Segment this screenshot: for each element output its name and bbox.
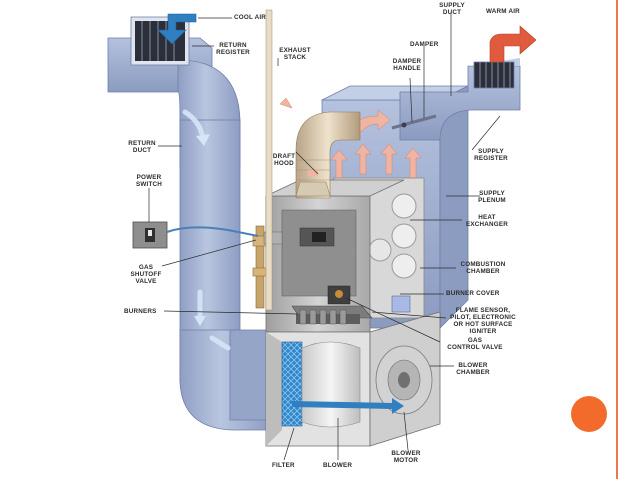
label-flame-sensor: FLAME SENSOR, PILOT, ELECTRONIC OR HOT S… xyxy=(450,307,516,335)
label-blower: BLOWER xyxy=(323,462,353,469)
leader-lines xyxy=(148,12,501,461)
return-duct xyxy=(107,37,273,431)
cool-air-arrow xyxy=(157,13,197,45)
label-blower-chamber: BLOWER CHAMBER xyxy=(456,362,490,376)
label-blower-motor: BLOWER MOTOR xyxy=(391,450,421,464)
exhaust-stack xyxy=(265,9,361,311)
return-register-grille xyxy=(130,16,190,66)
label-heat-exchanger: HEAT EXCHANGER xyxy=(465,214,509,228)
label-supply-register: SUPPLY REGISTER xyxy=(474,148,508,162)
label-power-switch: POWER SWITCH xyxy=(135,174,163,188)
return-arrow-head-1 xyxy=(196,134,210,146)
label-exhaust-stack: EXHAUST STACK xyxy=(279,47,311,61)
label-supply-duct: SUPPLY DUCT xyxy=(439,2,465,16)
blower-compartment xyxy=(265,311,441,447)
label-burner-cover: BURNER COVER xyxy=(446,290,500,297)
label-gas-control-valve: GAS CONTROL VALVE xyxy=(447,337,503,351)
label-supply-plenum: SUPPLY PLENUM xyxy=(478,190,506,204)
label-damper-handle: DAMPER HANDLE xyxy=(392,58,422,72)
warm-air-rising-arrows xyxy=(330,109,422,179)
return-arrow-head-2 xyxy=(194,316,206,326)
label-filter: FILTER xyxy=(272,462,295,469)
warm-air-arrow xyxy=(489,25,537,63)
slide-accent-dot xyxy=(571,396,607,432)
label-cool-air: COOL AIR xyxy=(234,14,267,21)
slide-accent-rule xyxy=(616,0,618,479)
label-return-duct: RETURN DUCT xyxy=(128,140,156,154)
label-draft-hood: DRAFT HOOD xyxy=(272,153,296,167)
label-warm-air: WARM AIR xyxy=(486,8,520,15)
supply-register-grille xyxy=(473,61,515,89)
label-combustion-chamber: COMBUSTION CHAMBER xyxy=(460,261,506,275)
label-gas-shutoff-valve: GAS SHUTOFF VALVE xyxy=(130,264,162,285)
label-burners: BURNERS xyxy=(124,308,157,315)
label-return-register: RETURN REGISTER xyxy=(216,42,250,56)
label-damper: DAMPER xyxy=(410,41,439,48)
power-switch xyxy=(132,221,259,249)
burner-assembly xyxy=(291,285,411,325)
damper xyxy=(391,114,437,130)
